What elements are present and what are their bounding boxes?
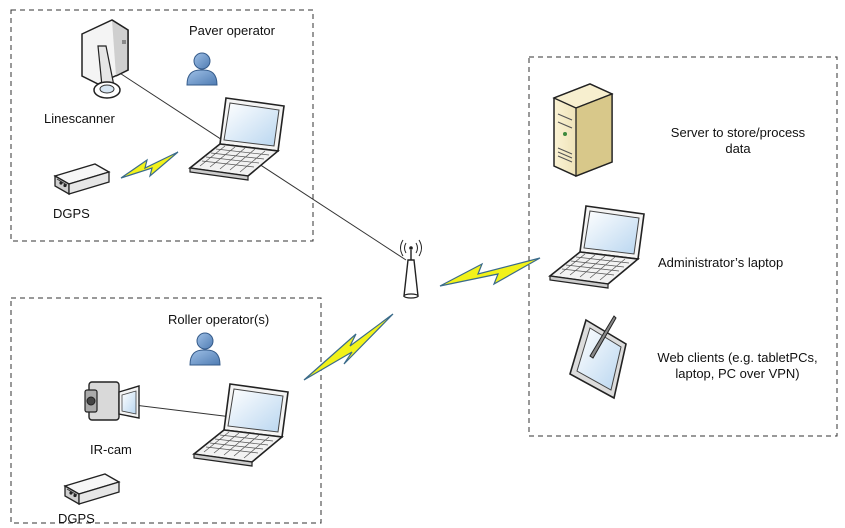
office-group-box (528, 56, 838, 437)
server-label-line1: Server to store/process (670, 125, 806, 140)
server-icon (552, 83, 614, 177)
server-label: Server to store/process data (648, 125, 828, 157)
paver-operator-person-icon (186, 52, 218, 86)
ir-cam-icon (84, 381, 140, 421)
tablet-icon (569, 315, 627, 400)
web-clients-label-line1: Web clients (e.g. tabletPCs, (657, 350, 818, 365)
paver-dgps-icon (54, 163, 110, 195)
roller-laptop-icon (193, 383, 289, 467)
paver-dgps-label: DGPS (53, 206, 90, 221)
linescanner-label: Linescanner (44, 111, 115, 126)
roller-dgps-icon (64, 473, 120, 505)
ir-cam-label: IR-cam (90, 442, 132, 457)
roller-dgps-label: DGPS (58, 511, 95, 526)
admin-laptop-label: Administrator’s laptop (658, 255, 784, 270)
roller-group-box (10, 297, 322, 524)
server-label-line2: data (725, 141, 751, 156)
paver-operator-title: Paver operator (189, 23, 275, 38)
lightning-roller-icon (303, 313, 394, 381)
roller-operator-person-icon (189, 332, 221, 366)
lightning-paver-icon (120, 151, 179, 179)
antenna-icon (400, 239, 422, 299)
paver-group-box (10, 9, 314, 242)
web-clients-label-line2: laptop, PC over VPN) (675, 366, 800, 381)
paver-laptop-icon (189, 97, 285, 181)
lightning-office-icon (439, 257, 541, 287)
admin-laptop-icon (549, 205, 645, 289)
web-clients-label: Web clients (e.g. tabletPCs, laptop, PC … (640, 350, 835, 382)
linescanner-icon (81, 19, 129, 99)
roller-operator-title: Roller operator(s) (168, 312, 270, 327)
